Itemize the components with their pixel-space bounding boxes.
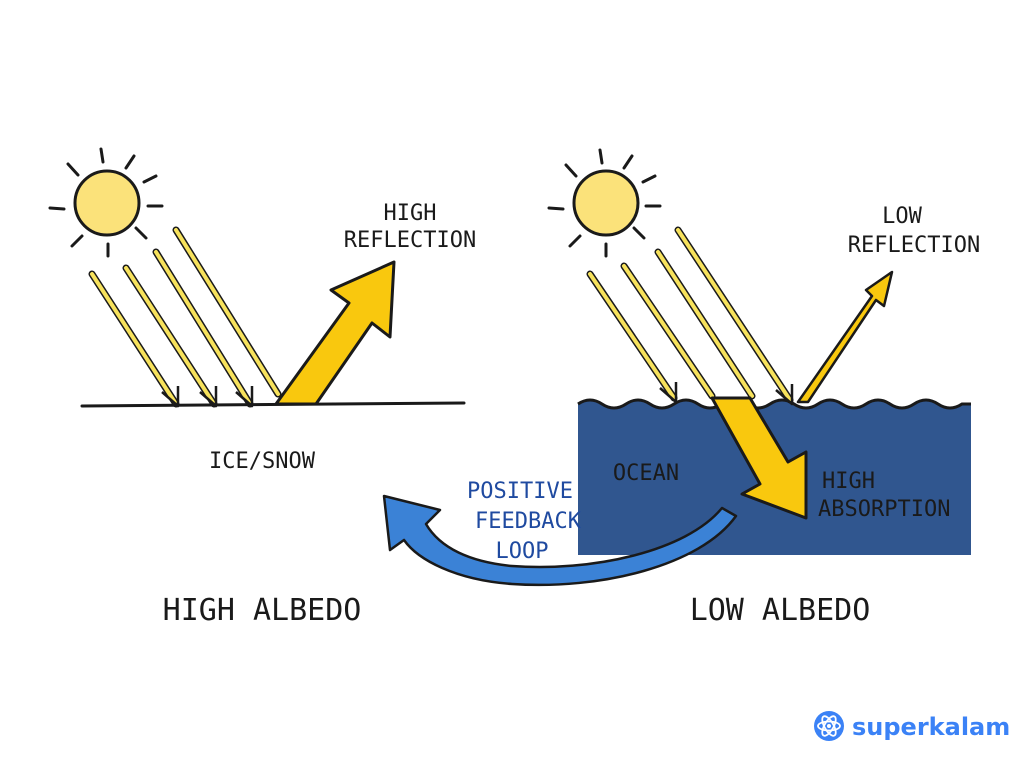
feedback-loop-label-1: POSITIVE	[467, 479, 573, 504]
low-albedo-title: LOW ALBEDO	[690, 593, 871, 628]
low-reflection-label-1: LOW	[882, 204, 922, 229]
feedback-loop-label-2: FEEDBACK	[475, 509, 582, 534]
incoming-rays-right	[586, 226, 794, 406]
ocean-label: OCEAN	[613, 461, 679, 486]
ice-surface-line	[80, 401, 466, 408]
high-albedo-title: HIGH ALBEDO	[163, 593, 362, 628]
low-reflection-arrow	[796, 270, 894, 404]
brand-logo: superkalam	[814, 711, 1010, 741]
brand-name: superkalam	[852, 713, 1010, 741]
sun-icon-right	[547, 148, 662, 258]
low-reflection-label-2: REFLECTION	[848, 233, 980, 258]
feedback-loop-label-3: LOOP	[496, 539, 549, 564]
high-absorption-label-1: HIGH	[822, 469, 875, 494]
high-reflection-label-1: HIGH	[384, 201, 437, 226]
right-panel: LOW REFLECTION OCEAN HIGH ABSORPTION LOW…	[547, 148, 980, 628]
high-absorption-label-2: ABSORPTION	[818, 497, 950, 522]
sun-icon-left	[48, 147, 164, 258]
ice-snow-label: ICE/SNOW	[209, 449, 316, 474]
high-reflection-label-2: REFLECTION	[344, 228, 476, 253]
atom-icon	[814, 711, 844, 741]
incoming-rays-left	[88, 226, 282, 408]
high-absorption-arrow	[710, 396, 808, 520]
high-reflection-arrow	[274, 260, 396, 406]
feedback-loop-arrow	[382, 494, 738, 587]
left-panel: HIGH REFLECTION ICE/SNOW HIGH ALBEDO	[48, 147, 476, 628]
